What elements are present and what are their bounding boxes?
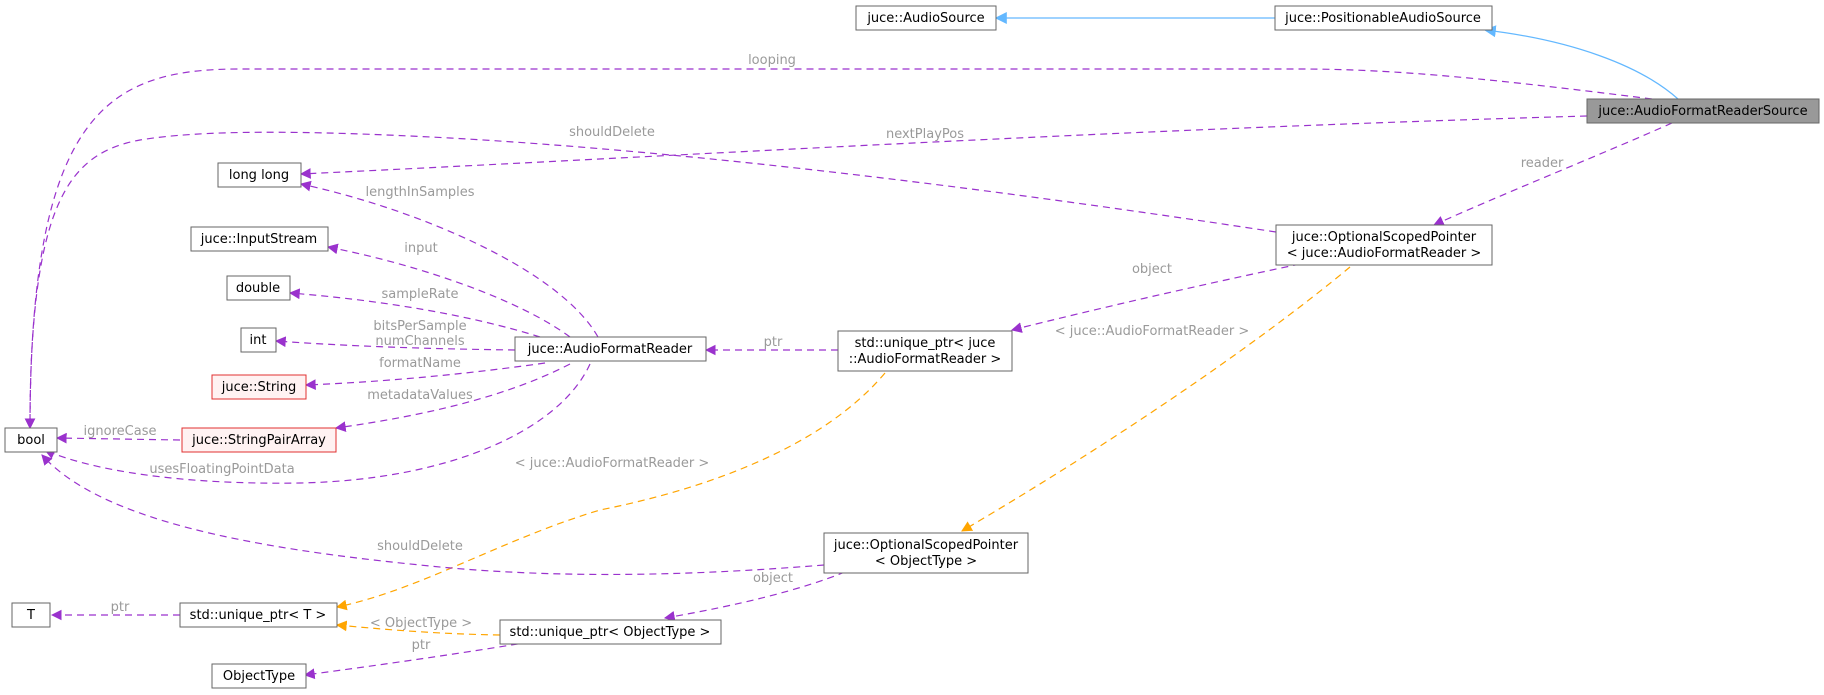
- svg-text:::AudioFormatReader >: ::AudioFormatReader >: [849, 352, 1002, 367]
- svg-text:T: T: [26, 608, 35, 623]
- svg-text:std::unique_ptr< juce: std::unique_ptr< juce: [855, 336, 996, 351]
- svg-text:< juce::AudioFormatReader >: < juce::AudioFormatReader >: [1287, 246, 1482, 261]
- node-unique-ptr-objecttype[interactable]: std::unique_ptr< ObjectType >: [499, 619, 722, 645]
- edge-input: [326, 243, 571, 338]
- node-juce-string[interactable]: juce::String: [211, 374, 307, 400]
- edge-readersource-to-positionable: [1483, 25, 1679, 100]
- svg-text:< ObjectType >: < ObjectType >: [875, 554, 977, 569]
- node-bool[interactable]: bool: [4, 427, 58, 453]
- node-input-stream[interactable]: juce::InputStream: [190, 226, 329, 252]
- label-metadata-values: metadataValues: [367, 388, 473, 403]
- label-looping: looping: [748, 53, 796, 68]
- label-ignore-case: ignoreCase: [84, 424, 157, 439]
- node-object-type[interactable]: ObjectType: [211, 663, 307, 689]
- edge-uses-floating-point-data: [44, 363, 591, 484]
- edge-ptr-bottom: [303, 641, 531, 680]
- svg-text:juce::AudioFormatReaderSource: juce::AudioFormatReaderSource: [1597, 104, 1807, 119]
- svg-text:juce::OptionalScopedPointer: juce::OptionalScopedPointer: [833, 538, 1019, 553]
- edge-template-objecttype: [335, 620, 501, 636]
- svg-text:juce::StringPairArray: juce::StringPairArray: [191, 433, 326, 448]
- label-should-delete-top: shouldDelete: [569, 125, 655, 140]
- svg-text:juce::AudioSource: juce::AudioSource: [866, 11, 984, 26]
- edge-length-in-samples: [299, 180, 599, 338]
- node-audio-format-reader[interactable]: juce::AudioFormatReader: [514, 336, 707, 362]
- node-long-long[interactable]: long long: [217, 162, 302, 188]
- label-tmpl-afr-bottom: < juce::AudioFormatReader >: [515, 456, 710, 471]
- label-length-in-samples: lengthInSamples: [365, 185, 474, 200]
- node-optional-scoped-pointer-objecttype[interactable]: juce::OptionalScopedPointer < ObjectType…: [823, 532, 1029, 574]
- label-object-top: object: [1132, 262, 1172, 277]
- node-t[interactable]: T: [11, 602, 51, 628]
- node-unique-ptr-afr[interactable]: std::unique_ptr< juce ::AudioFormatReade…: [837, 330, 1013, 372]
- edge-should-delete-bottom: [41, 454, 825, 576]
- node-int[interactable]: int: [240, 327, 277, 353]
- edge-object-bottom: [663, 571, 846, 622]
- svg-text:ObjectType: ObjectType: [223, 669, 295, 684]
- label-object-bottom: object: [753, 571, 793, 586]
- svg-text:juce::PositionableAudioSource: juce::PositionableAudioSource: [1284, 11, 1481, 26]
- label-bits-per-sample: bitsPerSample: [373, 319, 466, 334]
- node-optional-scoped-pointer-afr[interactable]: juce::OptionalScopedPointer < juce::Audi…: [1275, 224, 1493, 266]
- edge-bits-per-sample: [274, 336, 516, 351]
- nodes: juce::AudioSource juce::PositionableAudi…: [4, 5, 1820, 689]
- node-string-pair-array[interactable]: juce::StringPairArray: [181, 427, 337, 453]
- edge-reader: [1433, 122, 1673, 226]
- edge-format-name: [304, 362, 546, 391]
- edge-metadata-values: [334, 363, 571, 433]
- node-double[interactable]: double: [226, 275, 291, 301]
- svg-text:std::unique_ptr< T >: std::unique_ptr< T >: [190, 608, 327, 623]
- svg-text:int: int: [250, 333, 267, 348]
- label-ptr-t: ptr: [111, 600, 130, 615]
- label-format-name: formatName: [379, 356, 461, 371]
- edge-ignore-case: [55, 432, 181, 444]
- label-num-channels: numChannels: [375, 334, 465, 349]
- svg-text:juce::InputStream: juce::InputStream: [200, 232, 317, 247]
- svg-text:long long: long long: [229, 168, 289, 183]
- svg-text:juce::AudioFormatReader: juce::AudioFormatReader: [527, 342, 693, 357]
- svg-text:juce::String: juce::String: [221, 380, 297, 395]
- svg-text:std::unique_ptr< ObjectType >: std::unique_ptr< ObjectType >: [510, 625, 711, 640]
- edge-should-delete-top: [24, 131, 1277, 430]
- node-audio-source[interactable]: juce::AudioSource: [855, 5, 997, 31]
- edge-labels: looping shouldDelete nextPlayPos reader …: [84, 53, 1564, 653]
- svg-text:double: double: [236, 281, 280, 296]
- label-sample-rate: sampleRate: [381, 287, 458, 302]
- edge-template-afr-bottom: [335, 372, 886, 611]
- label-reader: reader: [1521, 156, 1564, 171]
- edge-template-afr-top: [961, 266, 1351, 532]
- label-ptr-bottom: ptr: [412, 638, 431, 653]
- svg-text:juce::OptionalScopedPointer: juce::OptionalScopedPointer: [1291, 230, 1477, 245]
- label-should-delete-bottom: shouldDelete: [377, 539, 463, 554]
- edge-looping: [24, 68, 1653, 430]
- node-unique-ptr-t[interactable]: std::unique_ptr< T >: [179, 602, 338, 628]
- label-ptr-top: ptr: [764, 335, 783, 350]
- edge-sample-rate: [288, 288, 541, 338]
- node-audio-format-reader-source[interactable]: juce::AudioFormatReaderSource: [1586, 98, 1820, 124]
- label-next-play-pos: nextPlayPos: [886, 127, 964, 142]
- label-tmpl-afr-top: < juce::AudioFormatReader >: [1055, 324, 1250, 339]
- edge-next-play-pos: [299, 115, 1588, 179]
- node-positionable-audio-source[interactable]: juce::PositionableAudioSource: [1274, 5, 1493, 31]
- label-tmpl-objecttype: < ObjectType >: [370, 616, 472, 631]
- svg-text:bool: bool: [17, 433, 45, 448]
- edges: [24, 12, 1679, 680]
- label-uses-floating-point-data: usesFloatingPointData: [149, 462, 294, 477]
- label-input: input: [404, 241, 437, 256]
- edge-object-top: [1010, 263, 1301, 333]
